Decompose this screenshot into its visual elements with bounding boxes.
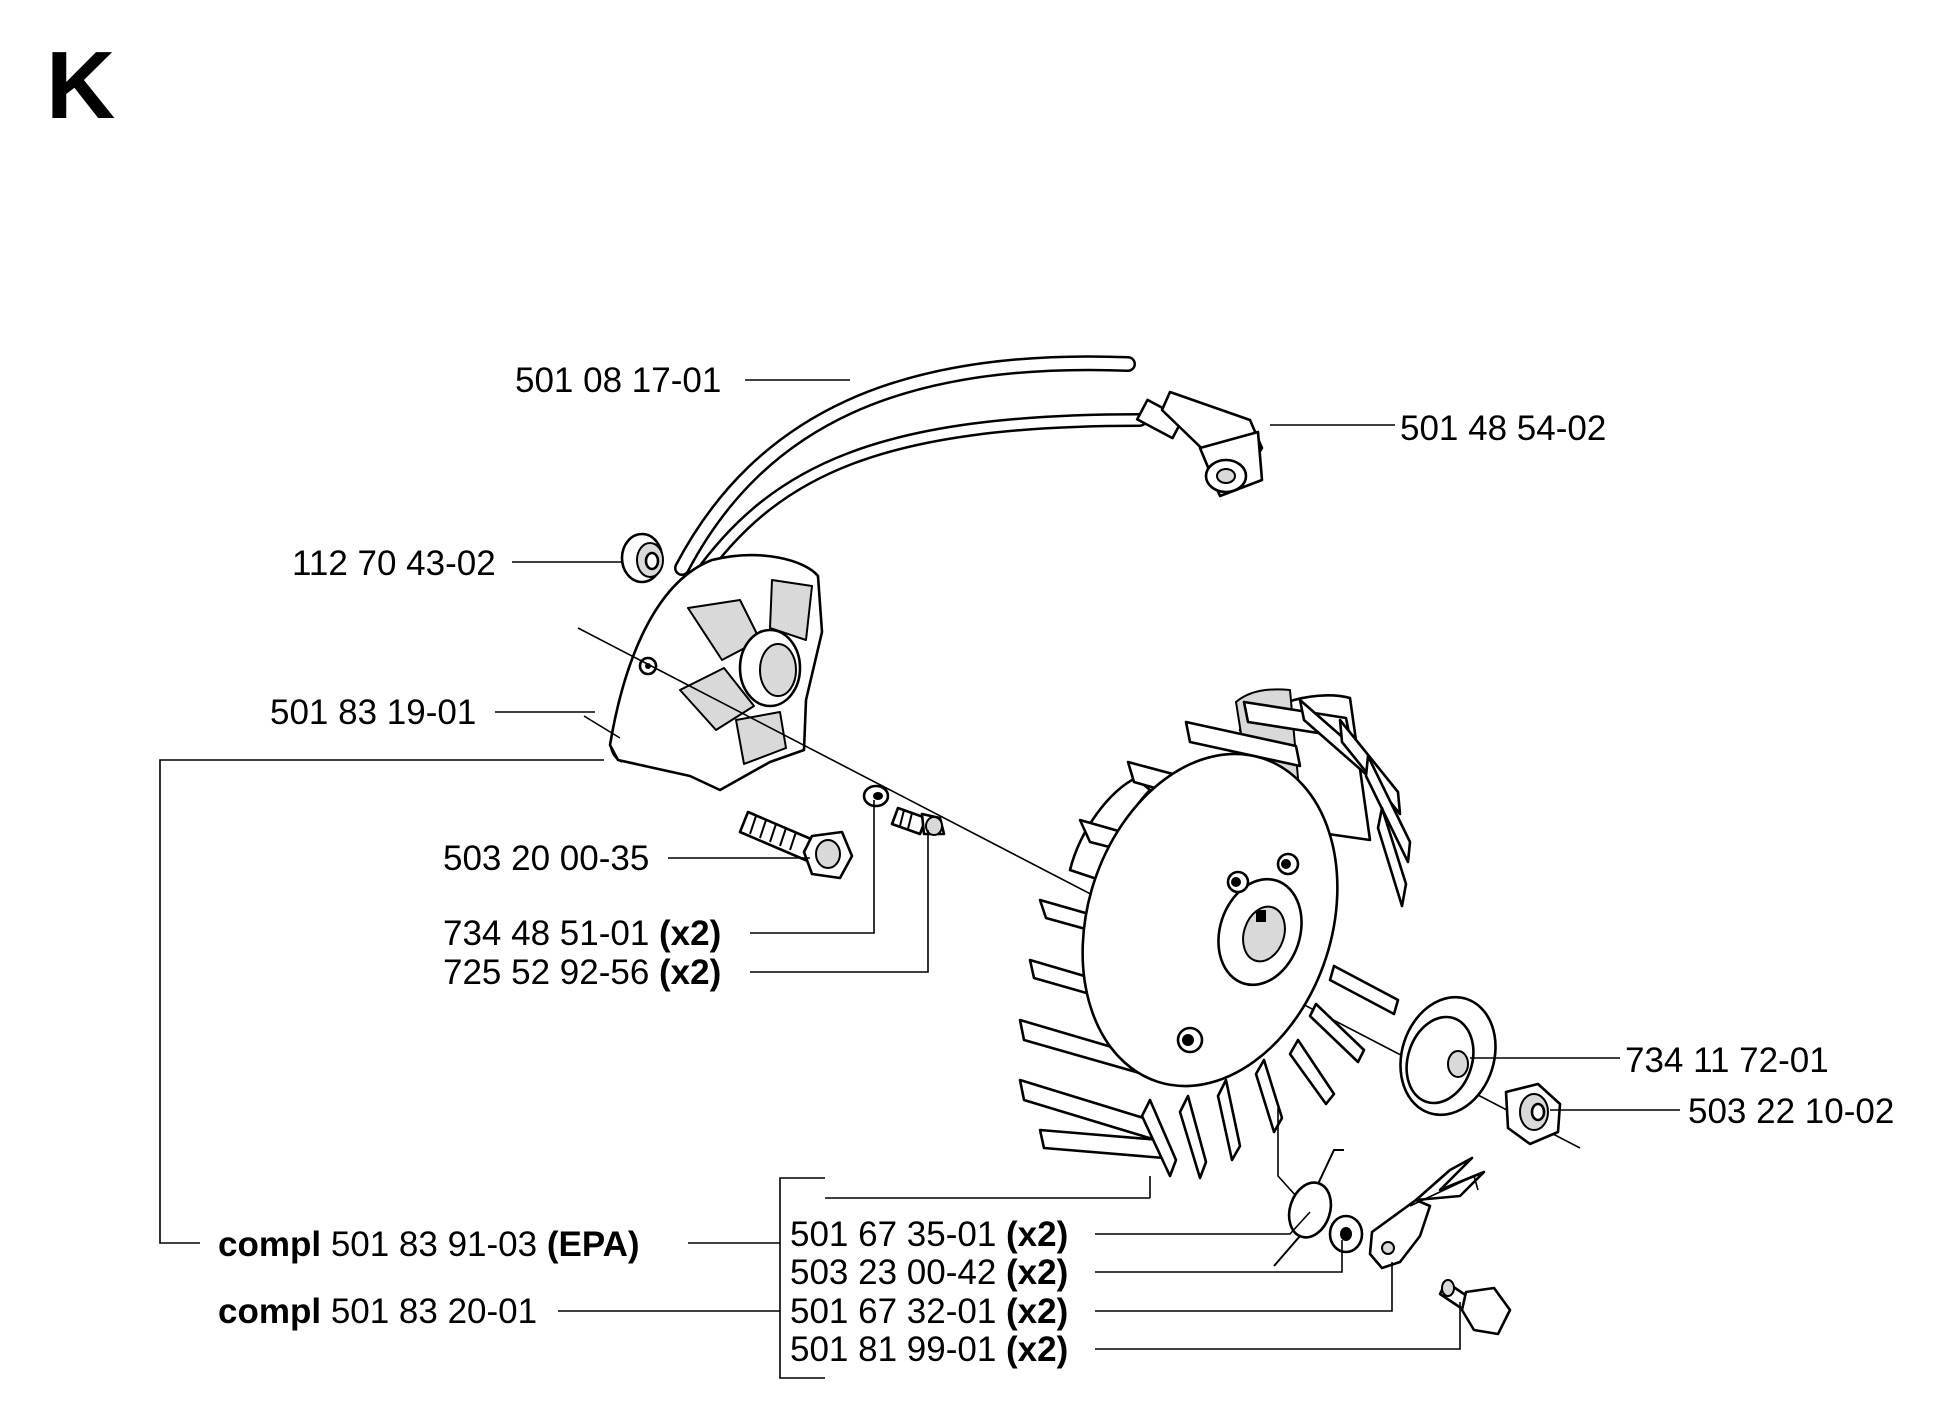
washer-drawing <box>862 784 890 808</box>
label-ignition-module: 501 83 19-01 <box>270 693 476 732</box>
ignition-lead-drawing <box>674 355 1185 585</box>
module-screw-drawing <box>738 810 854 880</box>
label-pawl-washer: 503 23 00-42 (x2) <box>790 1253 1068 1292</box>
label-assembly-epa: compl 501 83 91-03 (EPA) <box>218 1225 640 1264</box>
section-title: K <box>46 32 115 139</box>
label-screw: 725 52 92-56 (x2) <box>443 953 721 992</box>
leader-lines <box>159 379 1680 1379</box>
pawl-washer-drawing <box>1328 1214 1364 1254</box>
spark-plug-cap-drawing <box>1160 390 1264 498</box>
pawl-spring-drawing <box>1273 1149 1344 1267</box>
label-assembly-flywheel: compl 501 83 20-01 <box>218 1292 537 1331</box>
label-flywheel-nut: 503 22 10-02 <box>1688 1092 1894 1131</box>
screw-drawing <box>890 806 946 836</box>
label-ignition-lead: 501 08 17-01 <box>515 361 721 400</box>
label-pawl: 501 67 32-01 (x2) <box>790 1292 1068 1331</box>
pawl-bolt-drawing <box>1438 1279 1512 1336</box>
flywheel-nut-drawing <box>1504 1082 1562 1146</box>
label-grommet: 112 70 43-02 <box>292 544 496 583</box>
label-spark-plug-cap: 501 48 54-02 <box>1400 409 1606 448</box>
label-washer: 734 48 51-01 (x2) <box>443 914 721 953</box>
flywheel-drawing <box>1018 688 1412 1180</box>
grommet-drawing <box>620 532 664 584</box>
part-labels: 501 08 17-01 501 48 54-02 112 70 43-02 5… <box>218 361 1894 1369</box>
label-flywheel-washer: 734 11 72-01 <box>1625 1041 1829 1080</box>
label-pawl-bolt: 501 81 99-01 (x2) <box>790 1330 1068 1369</box>
ignition-module-drawing <box>608 553 824 792</box>
label-module-screw: 503 20 00-35 <box>443 839 649 878</box>
label-pawl-spring: 501 67 35-01 (x2) <box>790 1215 1068 1254</box>
flywheel-washer-drawing <box>1399 995 1497 1117</box>
pawl-drawing <box>1368 1156 1486 1270</box>
